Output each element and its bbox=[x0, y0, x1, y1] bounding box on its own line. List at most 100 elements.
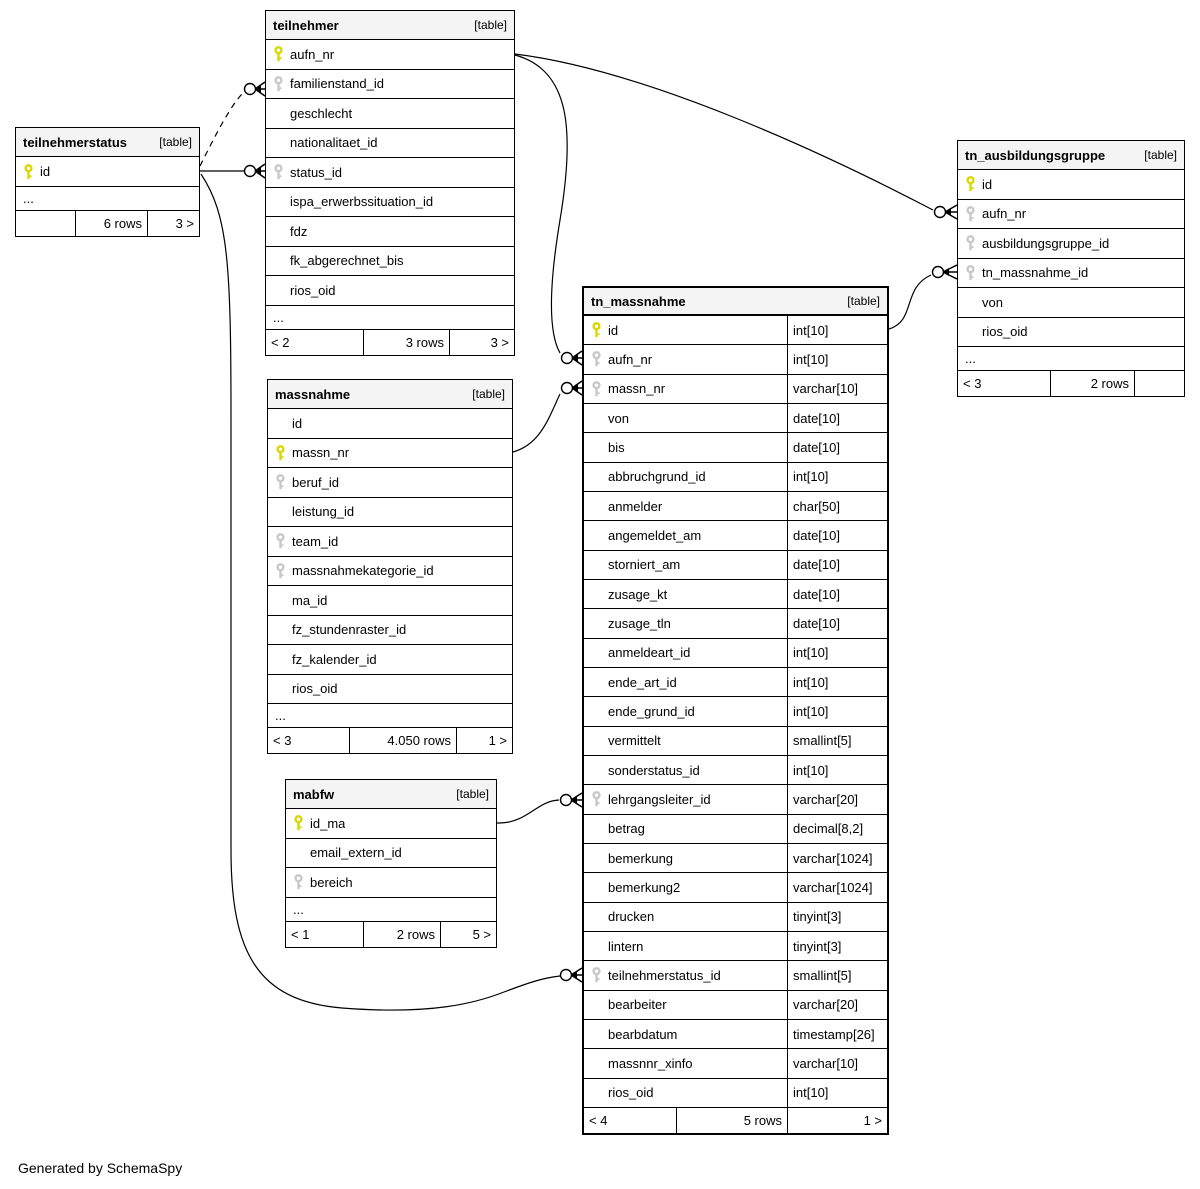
column-type: varchar[20] bbox=[787, 990, 887, 1019]
foreign-key-icon bbox=[275, 562, 285, 578]
crow-foot-arrow-icon bbox=[571, 384, 578, 392]
column-name: status_id bbox=[290, 164, 343, 180]
crow-foot-icon bbox=[254, 81, 266, 90]
column-row-leistung_id: leistung_id bbox=[268, 498, 512, 527]
table-header-massnahme[interactable]: massnahme[table] bbox=[268, 380, 512, 409]
column-type: date[10] bbox=[787, 550, 887, 579]
key-slot bbox=[266, 75, 290, 92]
column-type: tinyint[3] bbox=[787, 902, 887, 931]
column-type: smallint[5] bbox=[787, 961, 887, 990]
column-type: date[10] bbox=[787, 579, 887, 609]
table-header-teilnehmerstatus[interactable]: teilnehmerstatus[table] bbox=[16, 128, 199, 157]
zero-or-many-circle-icon bbox=[560, 381, 574, 395]
table-title: mabfw bbox=[293, 786, 335, 802]
table-title: teilnehmer bbox=[273, 17, 339, 33]
column-type: smallint[5] bbox=[787, 726, 887, 755]
pagination-left: < 1 bbox=[291, 926, 310, 942]
column-name: abbruchgrund_id bbox=[608, 469, 706, 485]
column-row-rios_oid: rios_oid bbox=[266, 276, 514, 306]
key-slot bbox=[584, 322, 608, 338]
crow-foot-icon bbox=[570, 799, 583, 808]
crow-foot-icon bbox=[254, 170, 266, 179]
column-type: int[10] bbox=[787, 755, 887, 785]
column-row-aufn_nr: aufn_nr bbox=[958, 200, 1184, 229]
row-count: 6 rows bbox=[75, 211, 147, 236]
crow-foot-icon bbox=[942, 271, 958, 280]
foreign-key-icon bbox=[275, 533, 285, 549]
column-type: date[10] bbox=[787, 433, 887, 462]
pagination-left bbox=[16, 211, 75, 236]
table-header-tn_massnahme[interactable]: tn_massnahme[table] bbox=[584, 288, 887, 316]
key-slot bbox=[286, 815, 310, 831]
column-name: vermittelt bbox=[608, 733, 661, 749]
column-row-id: id bbox=[268, 409, 512, 439]
key-slot bbox=[958, 264, 982, 281]
column-name: id bbox=[292, 415, 303, 431]
key-slot bbox=[16, 163, 40, 180]
column-row-vermittelt: vermittelt smallint[5] bbox=[584, 726, 887, 756]
table-header-teilnehmer[interactable]: teilnehmer[table] bbox=[266, 11, 514, 40]
table-type-tag: [table] bbox=[847, 294, 880, 308]
column-row-fdz: fdz bbox=[266, 217, 514, 247]
column-name: bemerkung2 bbox=[608, 879, 681, 895]
column-row-massn_nr: massn_nr bbox=[268, 439, 512, 468]
column-row-fz_stundenraster_id: fz_stundenraster_id bbox=[268, 616, 512, 645]
key-slot bbox=[584, 380, 608, 397]
column-name: fz_stundenraster_id bbox=[292, 622, 407, 638]
table-header-tn_ausbildungsgruppe[interactable]: tn_ausbildungsgruppe[table] bbox=[958, 141, 1184, 170]
row-count: 5 rows bbox=[676, 1107, 787, 1133]
table-header-mabfw[interactable]: mabfw[table] bbox=[286, 780, 496, 809]
column-name: nationalitaet_id bbox=[290, 135, 378, 151]
relationship-line-teilnehmerstatus.id-to-teilnehmer.familienstand_id bbox=[199, 92, 244, 167]
table-type-tag: [table] bbox=[1144, 148, 1177, 162]
column-type: varchar[1024] bbox=[787, 873, 887, 902]
key-slot bbox=[266, 46, 290, 62]
crow-foot-icon bbox=[570, 967, 583, 976]
key-slot bbox=[958, 205, 982, 222]
crow-foot-icon bbox=[571, 387, 583, 396]
crow-foot-icon bbox=[254, 163, 266, 172]
column-name: betrag bbox=[608, 821, 645, 837]
column-row-status_id: status_id bbox=[266, 158, 514, 188]
row-count: 2 rows bbox=[1050, 371, 1134, 396]
column-type: int[10] bbox=[787, 697, 887, 726]
column-row-bemerkung2: bemerkung2 varchar[1024] bbox=[584, 873, 887, 903]
more-columns-ellipsis: ... bbox=[268, 704, 512, 728]
column-name: anmeldeart_id bbox=[608, 645, 691, 661]
column-row-aufn_nr: aufn_nr bbox=[266, 40, 514, 70]
crow-foot-icon bbox=[944, 204, 958, 213]
foreign-key-icon bbox=[965, 235, 975, 251]
row-count: 4.050 rows bbox=[349, 728, 456, 753]
crow-foot-icon bbox=[571, 357, 583, 366]
key-slot bbox=[286, 874, 310, 890]
foreign-key-icon bbox=[965, 264, 975, 280]
crow-foot-icon bbox=[570, 792, 583, 801]
foreign-key-icon bbox=[293, 874, 303, 890]
primary-key-icon bbox=[23, 163, 33, 179]
column-name: teilnehmerstatus_id bbox=[608, 967, 721, 983]
foreign-key-icon bbox=[273, 75, 283, 91]
column-row-team_id: team_id bbox=[268, 527, 512, 557]
crow-foot-arrow-icon bbox=[570, 796, 577, 804]
crow-foot-icon bbox=[254, 88, 266, 97]
table-type-tag: [table] bbox=[472, 387, 505, 401]
column-type: date[10] bbox=[787, 403, 887, 433]
column-row-teilnehmerstatus_id: teilnehmerstatus_id smallint[5] bbox=[584, 961, 887, 991]
key-slot bbox=[958, 176, 982, 192]
column-type: decimal[8,2] bbox=[787, 814, 887, 843]
column-name: ausbildungsgruppe_id bbox=[982, 235, 1110, 251]
column-name: fdz bbox=[290, 223, 308, 239]
crow-foot-icon bbox=[571, 350, 583, 359]
column-name: angemeldet_am bbox=[608, 527, 702, 543]
column-name: id_ma bbox=[310, 815, 346, 831]
relationship-line-mabfw.id_ma-to-tn_massnahme.lehrgangsleiter_id bbox=[496, 799, 560, 824]
